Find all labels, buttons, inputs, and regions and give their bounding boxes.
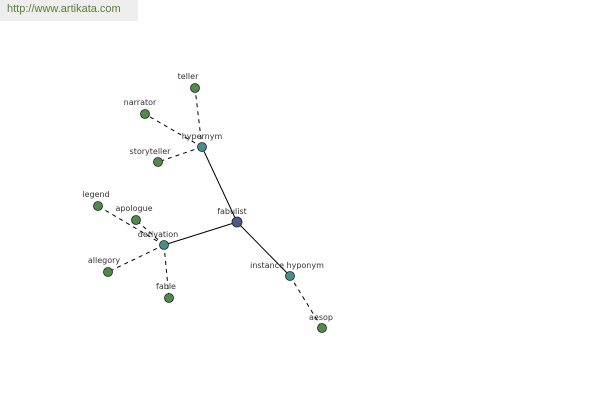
node-derivation[interactable]	[159, 240, 169, 250]
node-hypernym[interactable]	[197, 142, 207, 152]
label-layer: fabulist hypernym derivation instance hypon…	[82, 72, 333, 322]
node-fabulist[interactable]	[231, 216, 243, 228]
label-aesop: aesop	[309, 313, 333, 322]
node-fable[interactable]	[164, 293, 174, 303]
node-aesop[interactable]	[317, 323, 327, 333]
label-allegory: allegory	[88, 256, 121, 265]
edge-fabulist-derivation	[163, 221, 238, 246]
edge-derivation-fable	[163, 244, 170, 299]
edge-hypernym-narrator	[144, 113, 203, 148]
label-legend: legend	[82, 190, 109, 199]
node-narrator[interactable]	[140, 109, 150, 119]
label-derivation: derivation	[138, 230, 178, 239]
url-banner: http://www.artikata.com	[0, 0, 138, 21]
label-apologue: apologue	[115, 204, 152, 213]
label-fable: fable	[156, 282, 176, 291]
edge-fabulist-hypernym	[201, 146, 238, 223]
edge-instance-hyponym-aesop	[289, 275, 323, 329]
node-legend[interactable]	[93, 201, 103, 211]
label-instance-hyponym: instance hyponym	[250, 261, 324, 270]
edge-fabulist-instance-hyponym	[236, 221, 291, 277]
label-hypernym: hypernym	[182, 132, 223, 141]
label-teller: teller	[178, 72, 199, 81]
node-apologue[interactable]	[131, 215, 141, 225]
node-allegory[interactable]	[103, 267, 113, 277]
edge-hypernym-teller	[194, 87, 203, 148]
site-url-link[interactable]: http://www.artikata.com	[7, 3, 121, 15]
label-storyteller: storyteller	[130, 147, 172, 156]
edge-derivation-allegory	[107, 244, 165, 273]
edge-derivation-apologue	[135, 219, 165, 246]
node-storyteller[interactable]	[153, 157, 163, 167]
label-narrator: narrator	[124, 98, 157, 107]
node-layer	[93, 83, 327, 333]
edge-layer	[97, 87, 323, 329]
node-instance-hyponym[interactable]	[285, 271, 295, 281]
label-fabulist: fabulist	[217, 207, 247, 216]
node-teller[interactable]	[190, 83, 200, 93]
